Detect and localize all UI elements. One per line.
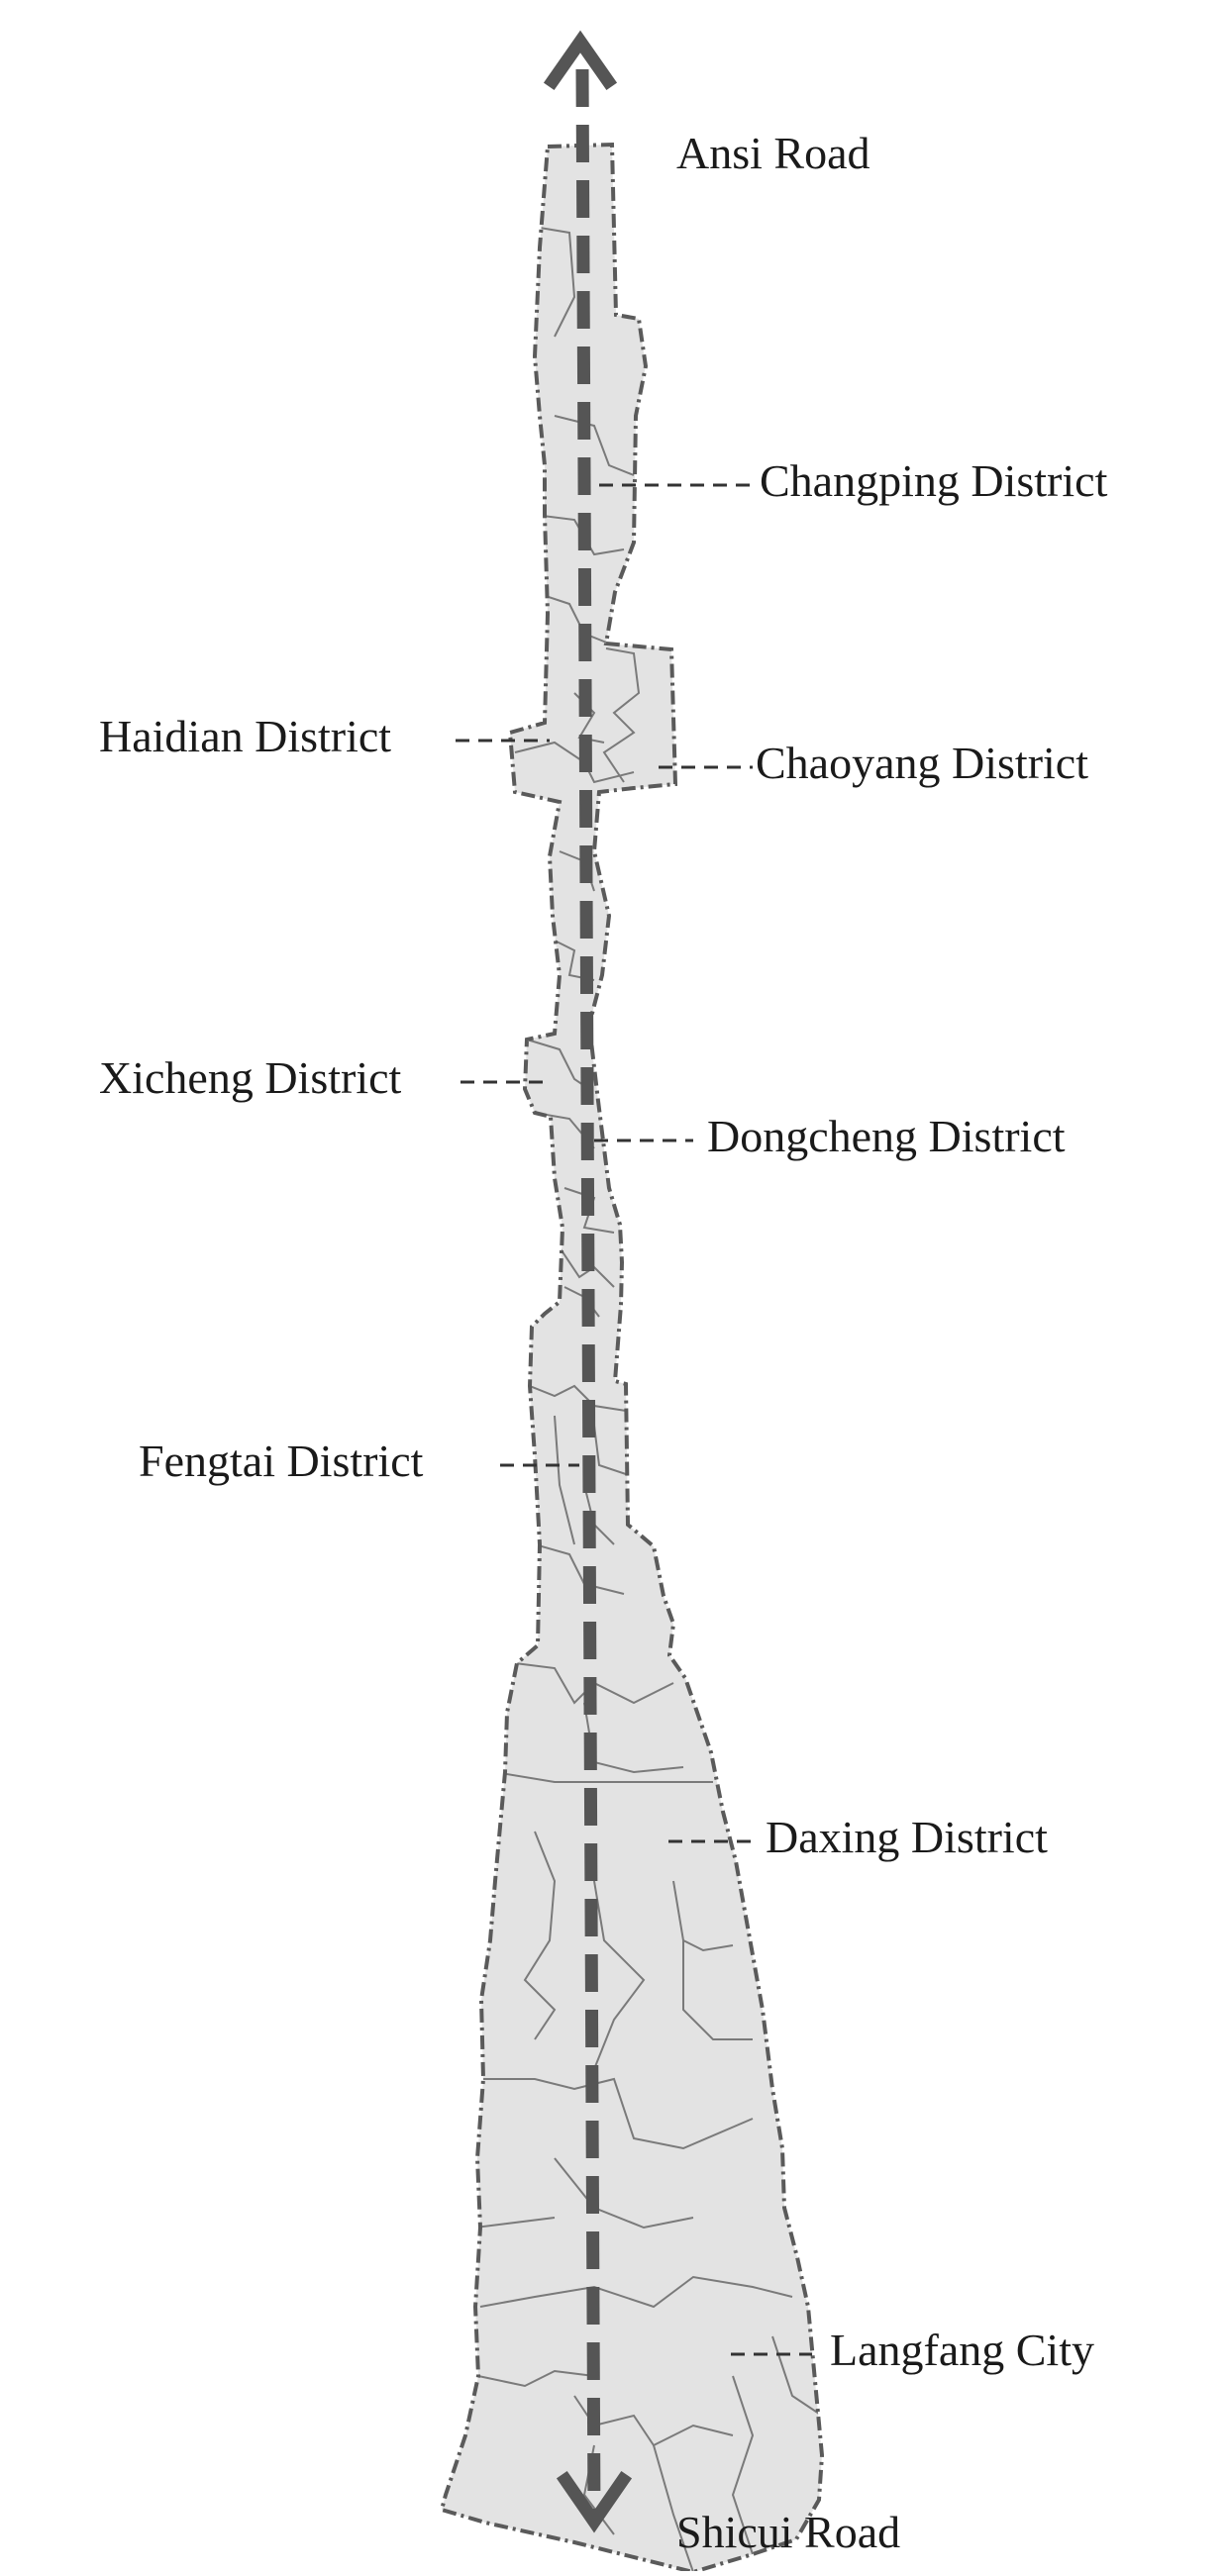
label-ansi-road: Ansi Road	[676, 128, 870, 178]
label-dongcheng-district: Dongcheng District	[707, 1111, 1066, 1161]
label-daxing-district: Daxing District	[766, 1812, 1048, 1862]
map-labels: Ansi Road Changping District Haidian Dis…	[99, 128, 1108, 2557]
label-fengtai-district: Fengtai District	[139, 1436, 424, 1486]
south-arrow-icon	[556, 2470, 633, 2533]
north-arrow-icon	[543, 30, 618, 91]
leader-lines	[456, 483, 812, 2356]
corridor-region	[442, 145, 822, 2572]
label-haidian-district: Haidian District	[99, 711, 391, 761]
axis-line	[575, 68, 601, 2521]
label-langfang-city: Langfang City	[830, 2325, 1094, 2375]
label-changping-district: Changping District	[760, 455, 1108, 506]
label-shicui-road: Shicui Road	[676, 2507, 900, 2557]
label-chaoyang-district: Chaoyang District	[756, 738, 1088, 788]
corridor-boundary	[439, 142, 825, 2575]
label-xicheng-district: Xicheng District	[99, 1052, 402, 1103]
corridor-axis	[543, 30, 633, 2533]
